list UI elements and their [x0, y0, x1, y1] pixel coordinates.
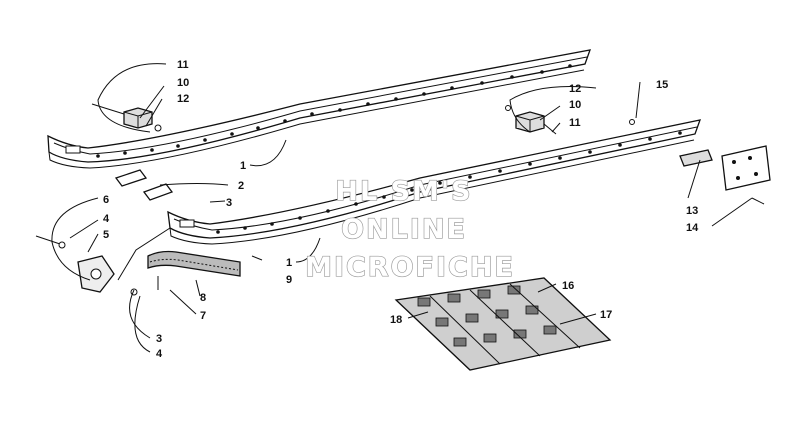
callout-17: 17 — [600, 309, 612, 321]
callout-9: 9 — [286, 274, 292, 286]
watermark-line-2: ONLINE — [341, 214, 467, 245]
callout-3-upper: 3 — [226, 197, 232, 209]
callout-8: 8 — [200, 292, 206, 304]
callout-3-lower: 3 — [156, 333, 162, 345]
rail-holes — [216, 131, 682, 234]
wear-pads — [114, 169, 174, 201]
callout-11-left: 11 — [177, 59, 189, 71]
hyfax-wear-strip — [147, 250, 241, 290]
upper-slide-rail — [47, 49, 591, 169]
callout-7: 7 — [200, 310, 206, 322]
leader-lines — [51, 63, 753, 353]
rear-bracket-plate — [629, 119, 771, 205]
spacer-block-right — [505, 105, 557, 135]
callout-14: 14 — [686, 222, 699, 234]
watermark: HL SM'S ONLINE MICROFICHE — [304, 175, 515, 283]
callout-10-left: 10 — [177, 77, 189, 89]
track-assembly — [394, 277, 612, 371]
callout-5: 5 — [103, 229, 109, 241]
rail-holes — [96, 64, 572, 158]
callout-6: 6 — [103, 194, 109, 206]
callout-4-upper: 4 — [103, 213, 110, 225]
lower-slide-rail — [167, 119, 702, 245]
callout-12-right: 12 — [569, 83, 581, 95]
callout-1-top: 1 — [240, 160, 246, 172]
callout-13: 13 — [686, 205, 698, 217]
callout-16: 16 — [562, 280, 574, 292]
watermark-line-1: HL SM'S — [335, 176, 472, 207]
watermark-line-3: MICROFICHE — [305, 252, 515, 283]
callout-12-left: 12 — [177, 93, 189, 105]
callout-18: 18 — [390, 314, 402, 326]
callout-4-lower: 4 — [156, 348, 163, 360]
callout-10-right: 10 — [569, 99, 581, 111]
callout-15: 15 — [656, 79, 668, 91]
spacer-block-left — [91, 103, 162, 132]
front-bracket — [35, 235, 115, 293]
callout-2: 2 — [238, 180, 244, 192]
callout-11-right: 11 — [569, 117, 581, 129]
callout-1-bottom: 1 — [286, 257, 292, 269]
callouts: 11 10 12 1 2 3 6 4 5 1 9 8 7 3 4 12 10 1… — [103, 59, 699, 360]
